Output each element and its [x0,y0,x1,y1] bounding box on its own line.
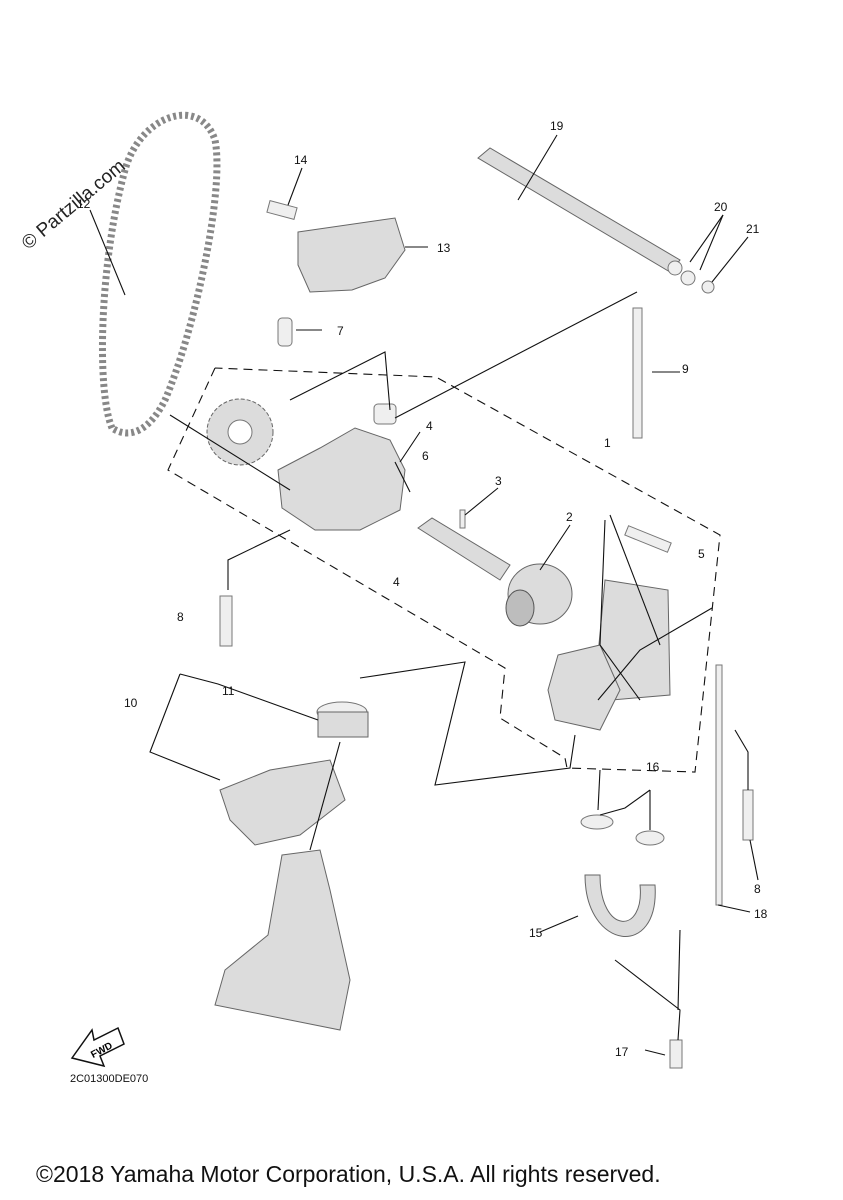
forward-arrow-icon: FWD [70,1026,125,1068]
bolt-21 [701,280,715,294]
callout-12: 12 [77,197,91,211]
bolt-8-right [742,789,754,841]
callout-2: 2 [566,510,573,524]
diagram-code: 2C01300DE070 [70,1073,149,1085]
cam-chain [98,111,221,437]
callout-4-bottom: 4 [393,575,400,589]
leader-lines [89,134,759,1056]
rotor-face [505,589,535,627]
pump-shaft [417,517,511,581]
washer-20a [667,260,683,276]
oil-strainer [214,849,351,1031]
callout-14: 14 [294,153,308,167]
assembly-outline [167,367,721,773]
oil-delivery-pipe [584,874,656,937]
callout-13: 13 [437,241,451,255]
pump-cover [597,579,671,701]
washer-20b [680,270,696,286]
sprocket-hub [227,419,253,445]
callout-4-top: 4 [426,419,433,433]
callout-17: 17 [615,1045,629,1059]
callout-5: 5 [698,547,705,561]
callout-19: 19 [550,119,564,133]
callout-18: 18 [754,907,768,921]
bolt-5 [624,525,672,553]
chain-guide [297,217,406,293]
copyright-notice: ©2018 Yamaha Motor Corporation, U.S.A. A… [36,1161,661,1187]
dowel-pin-7 [277,317,293,347]
callout-20: 20 [714,200,728,214]
o-ring-16b [635,830,665,846]
callout-8-right: 8 [754,882,761,896]
bolt-9 [632,307,643,439]
callout-10: 10 [124,696,138,710]
bolt-17 [669,1039,683,1069]
pump-housing [277,427,406,531]
oil-pipe [477,147,681,273]
callout-labels: 1 2 3 4 4 5 6 7 8 8 9 10 11 12 13 14 15 … [77,119,768,1059]
callout-1: 1 [604,436,611,450]
bolt-14 [266,199,298,221]
callout-11: 11 [222,684,235,698]
o-ring-16a [580,814,614,830]
oil-pan-baffle [219,759,346,846]
bolt-8-left [219,595,233,647]
callout-3: 3 [495,474,502,488]
pin-3 [459,509,466,529]
callout-6: 6 [422,449,429,463]
dipstick-18 [715,664,723,906]
callout-9: 9 [682,362,689,376]
callout-16: 16 [646,760,660,774]
callout-21: 21 [746,222,760,236]
callout-15: 15 [529,926,543,940]
callout-8-left: 8 [177,610,184,624]
callout-7: 7 [337,324,344,338]
collar [373,403,397,425]
seal-body-11 [317,711,369,738]
